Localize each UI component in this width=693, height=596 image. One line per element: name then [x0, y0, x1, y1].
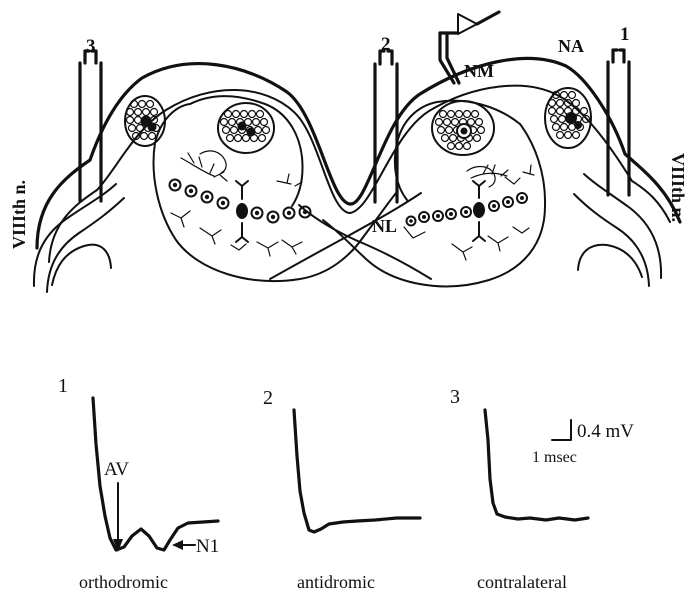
nl-label: NL — [372, 216, 397, 236]
brainstem-diagram: 3 2 1 NM NA NL VIIIth n. VIIIth n. — [9, 12, 688, 292]
antidromic-trace — [294, 410, 420, 532]
electrode-3 — [80, 51, 101, 201]
right-viiith-nerve-outer — [584, 174, 661, 278]
electrode-1-label: 1 — [620, 24, 630, 45]
right-nerve-loop — [578, 245, 642, 277]
trace-1-number: 1 — [58, 375, 68, 397]
right-nl-cell-row — [407, 193, 528, 226]
antidromic-caption: antidromic — [297, 572, 375, 592]
n1-annotation — [172, 540, 195, 550]
left-nerve-label: VIIIth n. — [9, 180, 29, 249]
av-label: AV — [104, 459, 129, 480]
trace-3-number: 3 — [450, 386, 460, 408]
right-na-cluster — [545, 88, 591, 148]
traces-section: 1 2 3 AV N1 0.4 mV 1 msec — [58, 375, 634, 592]
left-branching-fibers — [171, 151, 302, 256]
right-nl-cell-centers — [409, 196, 524, 223]
electrode-2-label: 2 — [381, 34, 391, 55]
right-upper-curve — [395, 101, 520, 200]
left-nl-neuron — [236, 181, 248, 242]
voltage-scale-label: 0.4 mV — [577, 421, 634, 442]
scale-bar — [552, 420, 571, 440]
brainstem-outer-outline — [37, 58, 680, 248]
av-annotation — [113, 483, 123, 552]
right-viiith-nerve-inner — [574, 194, 649, 286]
right-nerve-label: VIIIth n. — [668, 153, 688, 222]
left-nm-cluster — [218, 103, 274, 153]
trace-2-number: 2 — [263, 387, 273, 409]
nm-label: NM — [464, 61, 494, 81]
na-label: NA — [558, 36, 584, 56]
contralateral-caption: contralateral — [477, 572, 567, 592]
left-na-cluster — [125, 96, 165, 146]
time-scale-label: 1 msec — [532, 449, 577, 466]
electrode-3-label: 3 — [86, 36, 96, 57]
n1-label: N1 — [196, 536, 219, 557]
right-nl-neuron — [473, 181, 485, 241]
orthodromic-caption: orthodromic — [79, 572, 168, 592]
right-nm-cluster — [432, 101, 494, 155]
